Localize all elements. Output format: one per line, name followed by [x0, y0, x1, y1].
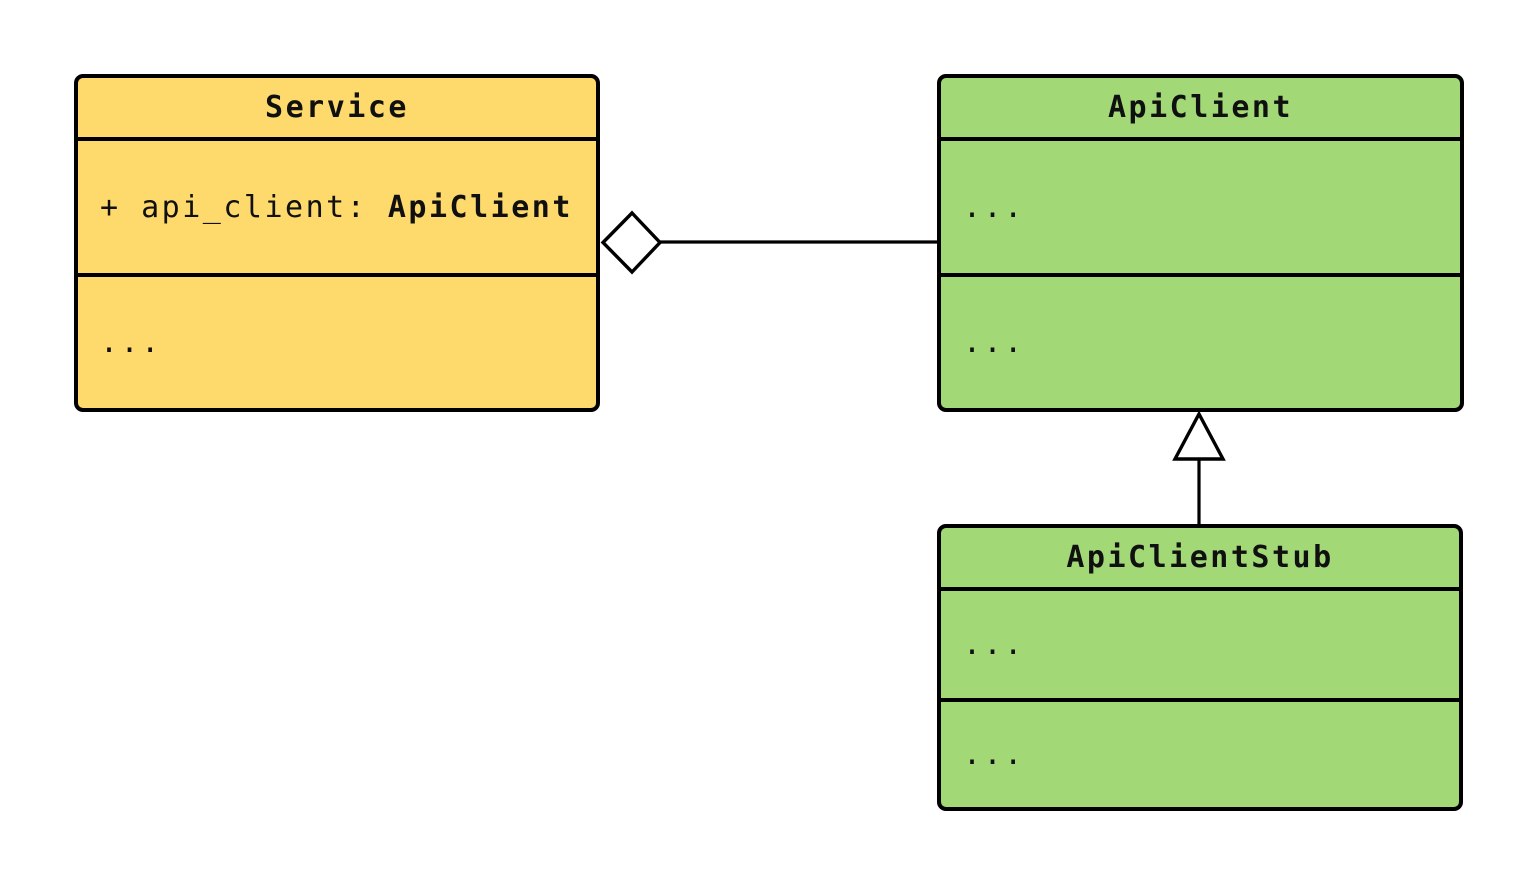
aggregation-connector	[600, 210, 939, 275]
class-box-api-client-stub: ApiClientStub ... ...	[937, 524, 1463, 811]
class-methods-api-client-stub: ...	[941, 702, 1459, 807]
methods-ellipsis: ...	[963, 325, 1025, 360]
class-title-api-client-stub: ApiClientStub	[941, 528, 1459, 591]
class-methods-api-client: ...	[941, 277, 1460, 408]
class-name-label: ApiClientStub	[1066, 540, 1334, 575]
attribute-type: ApiClient	[387, 189, 573, 225]
class-attributes-service: + api_client: ApiClient	[78, 141, 596, 277]
class-box-api-client: ApiClient ... ...	[937, 74, 1464, 412]
class-box-service: Service + api_client: ApiClient ...	[74, 74, 600, 412]
class-name-label: Service	[265, 90, 409, 125]
aggregation-diamond-icon	[600, 210, 663, 275]
attributes-ellipsis: ...	[963, 627, 1025, 662]
class-title-service: Service	[78, 78, 596, 141]
class-title-api-client: ApiClient	[941, 78, 1460, 141]
class-attributes-api-client-stub: ...	[941, 591, 1459, 702]
class-name-label: ApiClient	[1107, 90, 1294, 125]
methods-ellipsis: ...	[963, 737, 1025, 772]
attribute-api-client: + api_client: ApiClient	[100, 190, 573, 225]
attribute-prefix: + api_client:	[100, 189, 388, 225]
attributes-ellipsis: ...	[963, 189, 1025, 225]
class-methods-service: ...	[78, 277, 596, 408]
methods-ellipsis: ...	[100, 325, 162, 360]
inheritance-triangle-icon	[1172, 410, 1226, 461]
inheritance-connector	[1172, 410, 1226, 526]
class-attributes-api-client: ...	[941, 141, 1460, 277]
